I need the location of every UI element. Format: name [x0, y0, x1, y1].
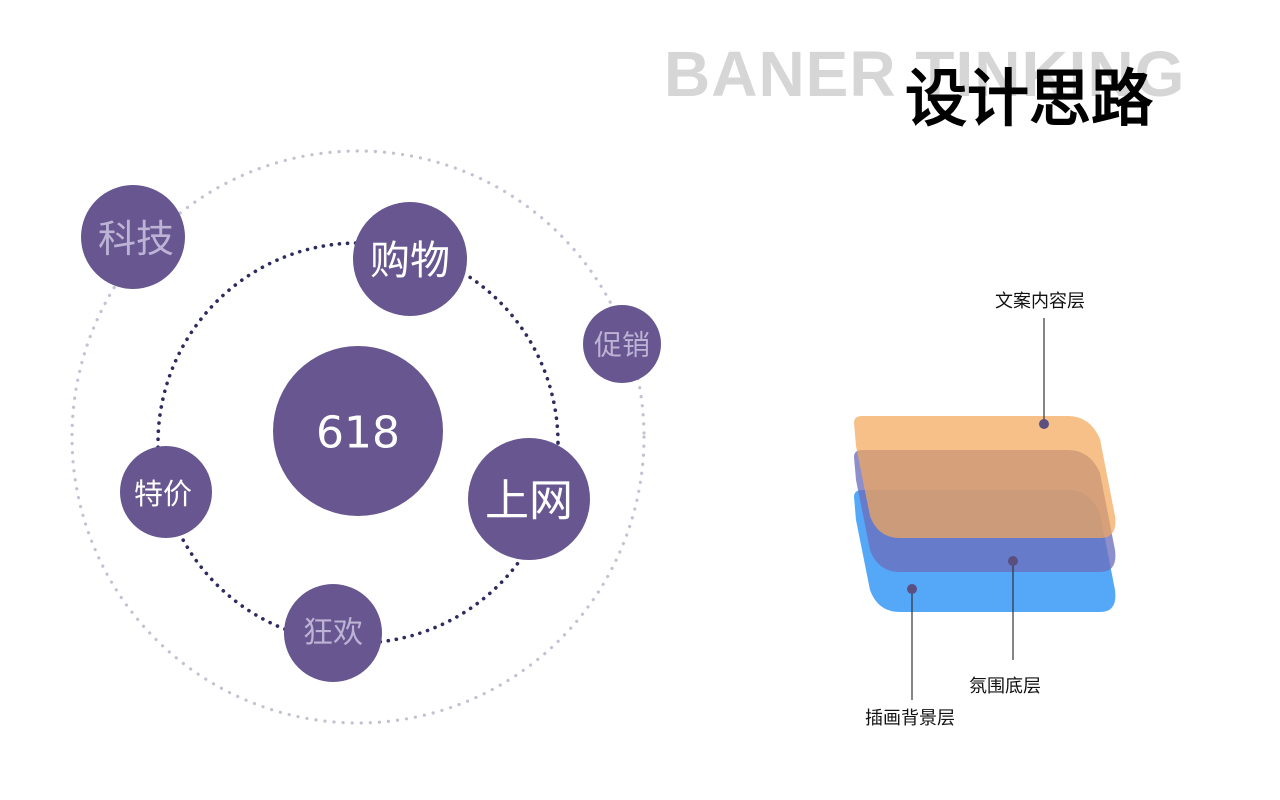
- background-title: BANER TINKING: [664, 38, 1186, 110]
- node-technology-label: 科技: [98, 217, 174, 261]
- illustration-layer-marker: [907, 584, 917, 594]
- node-shopping-label: 购物: [370, 238, 450, 284]
- node-online: [468, 438, 590, 560]
- node-technology: [81, 185, 185, 289]
- node-carnival-label: 狂欢: [303, 616, 363, 651]
- inner-dotted-ring: [156, 241, 560, 645]
- node-special-price: [120, 446, 212, 538]
- node-carnival: [284, 584, 382, 682]
- node-special-price-label: 特价: [134, 477, 192, 511]
- node-online-label: 上网: [485, 476, 573, 527]
- copy-content-layer: [854, 416, 1116, 538]
- node-promotion-label: 促销: [594, 329, 650, 362]
- layer-diagram: 文案内容层 氛围底层 插画背景层: [854, 291, 1116, 729]
- node-shopping: [353, 202, 467, 316]
- center-node-label: 618: [316, 408, 400, 459]
- outer-dotted-ring: [70, 149, 646, 725]
- illustration-layer-label: 插画背景层: [865, 708, 955, 729]
- atmosphere-layer-label: 氛围底层: [969, 676, 1041, 697]
- copy-layer-marker: [1039, 419, 1049, 429]
- node-promotion: [583, 305, 661, 383]
- copy-layer-label: 文案内容层: [995, 291, 1085, 312]
- atmosphere-layer-marker: [1008, 556, 1018, 566]
- topic-diagram: 618 购物 上网 狂欢 特价 科技 促销: [70, 149, 661, 725]
- page-title: 设计思路: [905, 62, 1154, 135]
- center-node: [273, 346, 443, 516]
